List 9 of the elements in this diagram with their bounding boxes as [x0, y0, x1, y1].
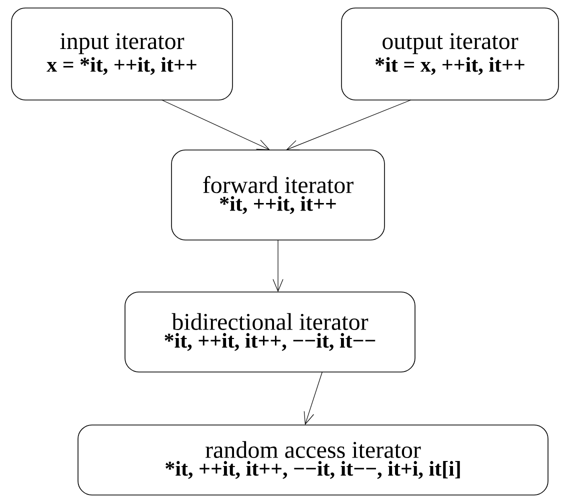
arrow — [286, 100, 412, 150]
arrow — [162, 100, 270, 150]
arrow — [272, 240, 284, 292]
iterator-box: forward iterator *it, ++it, it++ — [171, 150, 385, 240]
iterator-box: output iterator *it = x, ++it, it++ — [341, 8, 559, 100]
iterator-box: input iterator x = *it, ++it, it++ — [11, 8, 233, 100]
iterator-box: random access iterator *it, ++it, it++, −−it, it−−, it+i, it[i] — [78, 424, 548, 496]
iterator-box: bidirectional iterator *it, ++it, it++, −−it, it−− — [124, 292, 416, 372]
arrow — [304, 372, 322, 425]
